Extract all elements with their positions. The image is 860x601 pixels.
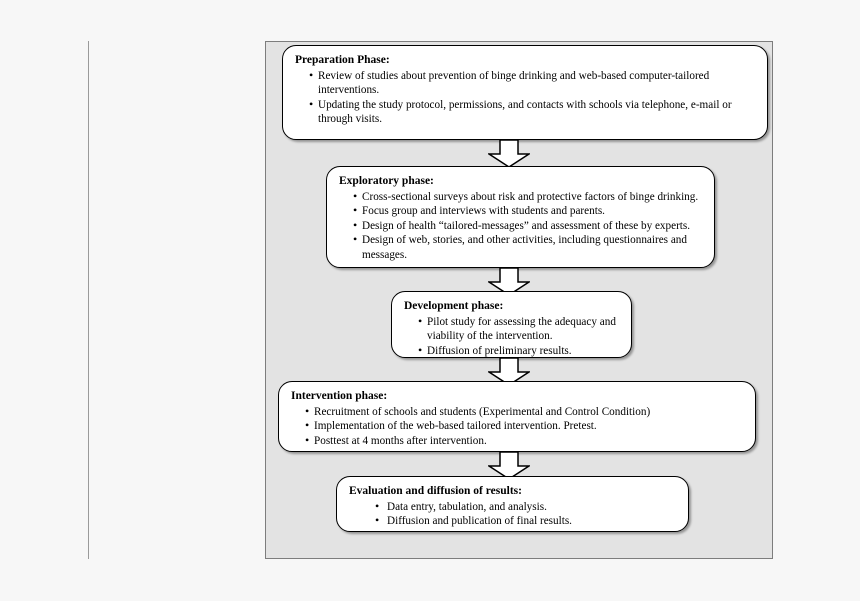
node-exploratory-phase: Exploratory phase: Cross-sectional surve… [326, 166, 715, 268]
list-item: Updating the study protocol, permissions… [309, 97, 757, 127]
arrow-exploratory-development [488, 268, 530, 296]
list-item: Diffusion and publication of final resul… [375, 513, 678, 529]
node-exploratory-title: Exploratory phase: [339, 175, 434, 187]
arrow-intervention-evaluation [488, 452, 530, 480]
list-item: Pilot study for assessing the adequacy a… [418, 314, 621, 344]
node-development-phase: Development phase: Pilot study for asses… [391, 291, 632, 358]
node-intervention-items: Recruitment of schools and students (Exp… [291, 404, 745, 449]
flowchart-panel: Preparation Phase: Review of studies abo… [265, 41, 773, 559]
node-intervention-title: Intervention phase: [291, 390, 388, 402]
node-exploratory-items: Cross-sectional surveys about risk and p… [339, 189, 704, 263]
node-preparation-title: Preparation Phase: [295, 54, 390, 66]
node-evaluation-title: Evaluation and diffusion of results: [349, 485, 522, 497]
list-item: Review of studies about prevention of bi… [309, 68, 757, 98]
list-item: Recruitment of schools and students (Exp… [305, 404, 745, 420]
list-item: Design of web, stories, and other activi… [353, 232, 704, 262]
left-margin-rule [88, 41, 89, 559]
node-preparation-phase: Preparation Phase: Review of studies abo… [282, 45, 768, 140]
list-item: Design of health “tailored-messages” and… [353, 218, 704, 234]
node-intervention-phase: Intervention phase: Recruitment of schoo… [278, 381, 756, 452]
list-item: Diffusion of preliminary results. [418, 343, 621, 359]
node-development-items: Pilot study for assessing the adequacy a… [404, 314, 621, 359]
arrow-development-intervention [488, 358, 530, 386]
list-item: Posttest at 4 months after intervention. [305, 433, 745, 449]
list-item: Implementation of the web-based tailored… [305, 418, 745, 434]
node-evaluation-phase: Evaluation and diffusion of results: Dat… [336, 476, 689, 532]
node-evaluation-items: Data entry, tabulation, and analysis. Di… [349, 499, 678, 529]
node-preparation-items: Review of studies about prevention of bi… [295, 68, 757, 127]
arrow-preparation-exploratory [488, 140, 530, 168]
list-item: Cross-sectional surveys about risk and p… [353, 189, 704, 205]
list-item: Focus group and interviews with students… [353, 203, 704, 219]
node-development-title: Development phase: [404, 300, 504, 312]
list-item: Data entry, tabulation, and analysis. [375, 499, 678, 515]
